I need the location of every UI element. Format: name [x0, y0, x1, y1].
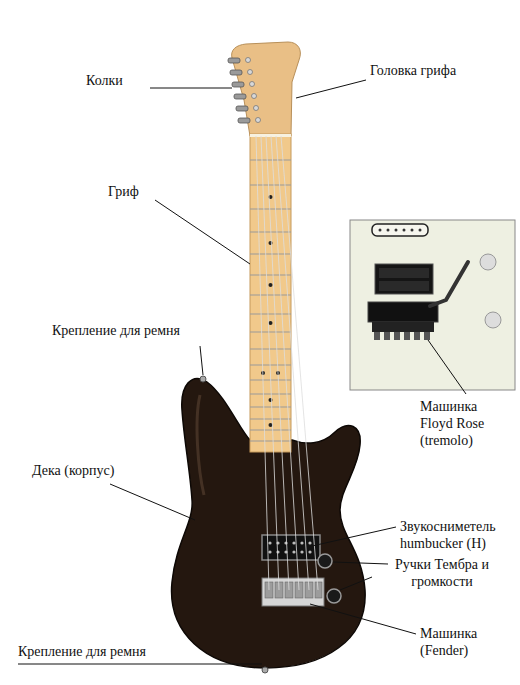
strap-button-label: Крепление для ремня: [18, 643, 146, 660]
frets: [250, 160, 291, 441]
strings: [256, 136, 318, 590]
body-label: Дека (корпус): [32, 462, 114, 479]
headstock-label: Головка грифа: [370, 62, 456, 79]
tuners: [228, 58, 250, 123]
strap-button: [200, 376, 206, 382]
knobs-label: Ручки Тембра и громкости: [368, 556, 516, 590]
knob: [318, 554, 332, 568]
pickup-label: Звукосниметель humbucker (H): [400, 518, 516, 552]
tuners-label: Колки: [86, 72, 123, 89]
neck-label: Гриф: [108, 183, 139, 200]
tremolo-label: Машинка Floyd Rose (tremolo): [420, 398, 510, 449]
leader-lines: [18, 80, 466, 664]
bridge: [262, 578, 324, 606]
humbucker: [262, 535, 320, 560]
knob: [327, 589, 341, 603]
strap-button: [262, 667, 268, 673]
floyd-rose-inset: [350, 220, 515, 390]
strap-button-label: Крепление для ремня: [52, 322, 180, 339]
headstock: [232, 42, 301, 136]
bridge-label: Машинка (Fender): [420, 625, 500, 659]
